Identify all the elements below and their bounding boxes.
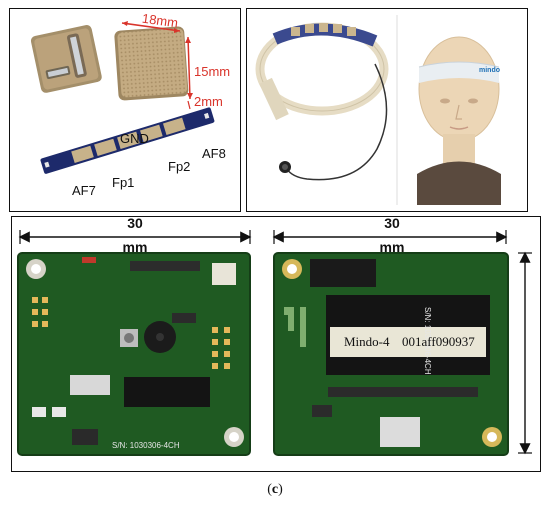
right-width-value: 30	[384, 216, 400, 231]
panel-c-boards: 30 mm 30 mm S/N: 1030306-4CH S/N: 103030…	[11, 216, 541, 472]
caption-close: )	[278, 482, 283, 497]
figure-caption: (c)	[0, 482, 550, 498]
electrode-gnd-label: GND	[120, 131, 149, 146]
panel-a-sensors: 18mm 15mm 2mm GND AF7 Fp1 Fp2 AF8	[9, 8, 241, 212]
right-width-unit: mm	[379, 239, 405, 255]
sensor-photo	[30, 21, 215, 174]
electrode-af7-label: AF7	[72, 183, 96, 198]
left-width-value: 30	[127, 216, 143, 231]
pcb-photos	[17, 230, 532, 456]
caption-open: (	[267, 482, 272, 497]
left-width-unit: mm	[122, 239, 148, 255]
electrode-af8-label: AF8	[202, 146, 226, 161]
chip-label-1: Mindo-4	[344, 334, 390, 349]
dim-height-label: 15mm	[194, 64, 231, 79]
caption-letter: c	[271, 482, 279, 497]
electrode-fp2-label: Fp2	[168, 159, 191, 174]
headband-photo	[255, 15, 501, 205]
panel-b-headband: mindo	[246, 8, 528, 212]
left-serial: S/N: 1030306-4CH	[112, 441, 180, 450]
chip-label-2: 001aff090937	[402, 334, 475, 349]
headband-brand: mindo	[479, 67, 500, 74]
dim-thickness-label: 2mm	[194, 94, 223, 109]
electrode-fp1-label: Fp1	[112, 175, 135, 190]
